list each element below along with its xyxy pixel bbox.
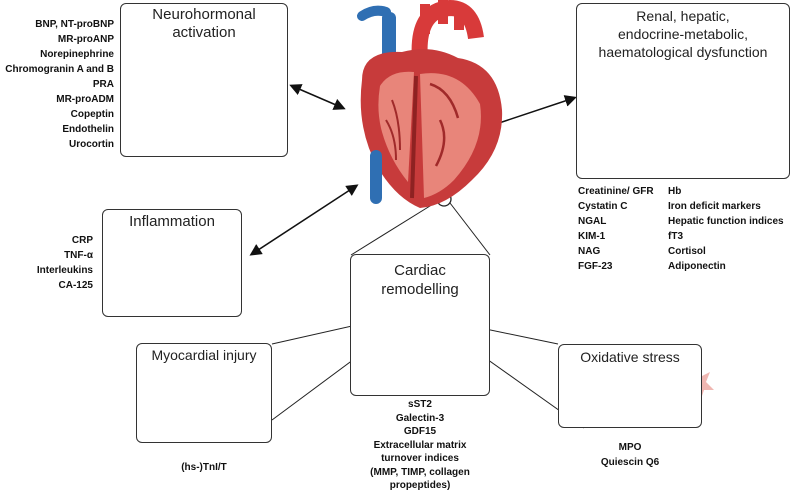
list-item: Endothelin	[62, 124, 114, 135]
list-item: Hb	[668, 186, 682, 197]
list-item: Adiponectin	[668, 261, 726, 272]
arrow-inflammation-heart	[249, 184, 359, 256]
list-item: Cystatin C	[578, 201, 628, 212]
list-item: Creatinine/ GFR	[578, 186, 654, 197]
oxidative-title: Oxidative stress	[580, 349, 680, 365]
inflammation-title: Inflammation	[129, 213, 215, 230]
remodelling-markers: sST2 Galectin-3 GDF15 Extracellular matr…	[350, 398, 490, 493]
remodelling-title-line-1: Cardiac	[394, 262, 446, 279]
list-item: propeptides)	[389, 480, 451, 491]
list-item: Hepatic function indices	[668, 216, 784, 227]
list-item: Urocortin	[69, 139, 114, 150]
list-item: Extracellular matrix	[373, 439, 467, 451]
remodelling-title-line-2: remodelling	[381, 281, 459, 298]
list-item: NAG	[578, 246, 601, 257]
zoom-line-left	[350, 200, 439, 256]
list-item: sST2	[408, 399, 432, 410]
zoom-line-right	[449, 202, 491, 256]
renal-title-line-1: Renal, hepatic,	[636, 8, 730, 24]
list-item: fT3	[668, 231, 683, 242]
list-item: MR-proANP	[57, 34, 114, 45]
list-item: MR-proADM	[56, 94, 114, 105]
inflammation-markers: CRP TNF-α Interleukins CA-125	[37, 233, 93, 293]
list-item: BNP, NT-proBNP	[35, 19, 114, 30]
list-item: GDF15	[403, 426, 437, 437]
list-item: Interleukins	[36, 265, 93, 276]
renal-title-line-2: endocrine-metabolic,	[618, 26, 748, 42]
list-item: PRA	[92, 79, 114, 90]
neurohormonal-markers: BNP, NT-proBNP MR-proANP Norepinephrine …	[5, 17, 114, 152]
oxidative-markers: MPO Quiescin Q6	[558, 440, 702, 470]
list-item: (MMP, TIMP, collagen	[370, 466, 470, 478]
remodelling-title: Cardiac remodelling	[351, 261, 489, 299]
neurohormonal-panel: Neurohormonal activation	[120, 3, 288, 157]
renal-markers-right: Hb Iron deficit markers Hepatic function…	[668, 184, 784, 274]
arrow-renal-heart	[487, 95, 577, 129]
remodelling-panel: Cardiac remodelling	[350, 254, 490, 396]
list-item: TNF-α	[64, 250, 93, 261]
list-item: Iron deficit markers	[668, 201, 761, 212]
list-item: Norepinephrine	[40, 49, 114, 60]
list-item: turnover indices	[381, 453, 459, 464]
neurohormonal-title: Neurohormonal activation	[121, 6, 287, 42]
list-item: Galectin-3	[395, 412, 445, 424]
list-item: Chromogranin A and B	[5, 64, 114, 75]
injury-title: Myocardial injury	[151, 347, 257, 363]
renal-title-line-3: haematological dysfunction	[598, 44, 768, 60]
list-item: (hs-)TnI/T	[181, 462, 227, 473]
list-item: Copeptin	[70, 109, 114, 120]
renal-markers-left: Creatinine/ GFR Cystatin C NGAL KIM-1 NA…	[578, 184, 654, 274]
list-item: FGF-23	[578, 261, 613, 272]
list-item: NGAL	[578, 216, 607, 227]
renal-title: Renal, hepatic, endocrine-metabolic, hae…	[577, 7, 789, 61]
arrow-neuro-heart	[289, 84, 346, 110]
neurohormonal-title-line-2: activation	[172, 24, 236, 41]
list-item: CRP	[71, 235, 93, 246]
list-item: MPO	[618, 442, 642, 453]
list-item: Cortisol	[668, 246, 706, 257]
inflammation-panel: Inflammation	[102, 209, 242, 317]
injury-markers: (hs-)TnI/T	[136, 460, 272, 475]
renal-panel: Renal, hepatic, endocrine-metabolic, hae…	[576, 3, 790, 179]
list-item: CA-125	[58, 280, 93, 291]
injury-panel: Myocardial injury	[136, 343, 272, 443]
list-item: Quiescin Q6	[600, 457, 660, 468]
neurohormonal-title-line-1: Neurohormonal	[152, 6, 256, 23]
heart-icon	[357, 0, 503, 208]
list-item: KIM-1	[578, 231, 606, 242]
oxidative-panel: Oxidative stress	[558, 344, 702, 428]
